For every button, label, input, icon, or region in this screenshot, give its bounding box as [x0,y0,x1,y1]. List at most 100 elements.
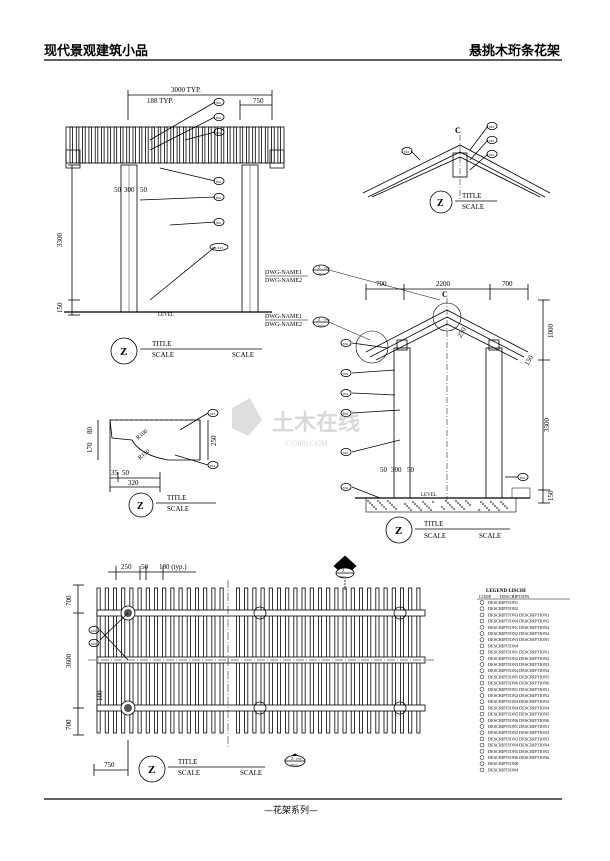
beam-dim-35: 35 [111,469,119,477]
elev-tag-7 [209,242,229,251]
legend-row: DESCRIPTION1 [488,600,518,605]
legend-code-icon [479,668,485,673]
ridge-tag-1-text: NO [489,125,495,129]
legend-code-icon [479,736,485,742]
roof-plan: 250 50 180 (typ.) [65,555,435,783]
legend-code-icon [479,761,485,766]
plan-tag-1 [88,626,100,635]
plan-ref-dwg: DWG [291,763,299,767]
beam-title-mark [128,492,154,518]
legend-row: DESCRIPTION5 DESCRIPTION5 [488,674,549,679]
elev-scale-label: SCALE [152,351,174,359]
plan-dim-700-top: 700 [65,595,73,606]
beam-title-mark-text: Z [137,501,144,512]
elevation-rafter [113,126,118,164]
gravel-dot [503,504,507,508]
plan-scale-label: SCALE [178,769,200,777]
section-ref-mark-1-dwg: DWG [318,272,326,276]
ridge-scale-label: SCALE [462,203,484,211]
legend-row: DESCRIPTION4 DESCRIPTION4 [488,705,550,710]
gravel-dot [454,499,458,503]
legend-table: LEGEND LISCHI CODE DESCRIPTION DESCRIPTI… [477,589,570,772]
gravel-dot [392,505,396,509]
gravel-dot [452,507,456,511]
section-dim-side: 150 [523,353,535,367]
elev-dim-overall: 3000 TYP. [171,86,201,94]
plan-tag-2-text: NO [91,642,97,646]
elev-tag-1-text: NO [216,101,222,105]
section-dwg-name-1b: DWG-NAME2 [265,278,302,284]
section-tag-6 [340,482,352,491]
legend-code-icon [479,699,485,704]
legend-code-icon [479,600,485,605]
elevation-rafters [69,126,281,164]
plan-beam-top [96,609,426,617]
beam-tag-2 [207,460,219,469]
elevation-rafter [69,126,73,164]
section-gravel-hatch [366,499,509,512]
gravel-dot [481,502,485,506]
beam-title: TITLE [167,494,186,502]
legend-row: DESCRIPTION5 DESCRIPTION5 [488,712,549,717]
plan-post-4 [253,701,267,715]
legend-code-icon [479,662,485,667]
plan-dim-180: 180 (typ.) [159,563,187,571]
legend-row: DESCRIPTION4 DESCRIPTION4 [488,743,550,748]
legend-row: DESCRIPTION6 DESCRIPTION6 [488,755,550,760]
gravel-dot [374,507,378,511]
elevation-rafter [164,126,168,164]
legend-row: DESCRIPTION6 DESCRIPTION6 [488,718,550,723]
elevation-rafter [264,126,269,164]
section-ref-mark-2-dwg: DWG [318,324,326,328]
plan-post-6 [393,701,407,715]
section-dim-base: 150 [547,490,555,501]
gravel-dot [479,500,483,504]
ridge-title-mark-text: Z [437,198,444,209]
ridge-tag-4 [401,146,413,155]
legend-code-header: CODE [479,594,492,599]
legend-row: DESCRIPTION2 DESCRIPTION2 [488,693,549,698]
gravel-dot [425,504,429,508]
watermark-text: 土木在线 [272,410,360,435]
plan-dim-700-bottom: 700 [65,719,73,730]
watermark-logo [232,398,262,436]
elevation-rafter [145,126,149,164]
gravel-dot [499,500,503,504]
elevation-rafter [220,126,225,164]
elevation-rafter [120,126,124,164]
beam-scale-label: SCALE [167,505,189,513]
ridge-tag-4-text: NO [404,150,410,154]
section-ref-mark-2-text: Z [318,317,321,322]
gravel-dot [384,507,388,511]
legend-code-icon [479,767,485,773]
legend-row: DESCRIPTION4 DESCRIPTION2 [488,619,549,624]
gravel-dot [423,502,427,506]
gravel-dot [415,504,419,508]
elevation-rafter [82,126,86,164]
plan-post-5 [393,606,407,620]
beam-radius-1: R100 [135,429,149,442]
section-scale-value: SCALE [479,532,501,540]
elev-tag-3 [213,127,225,136]
elev-tag-4 [213,176,225,185]
section-dim-height: 3300 [543,418,551,433]
section-dim-post: 50 [380,466,388,474]
elev-tag-3-text: NO [216,131,222,135]
gravel-dot [489,500,493,504]
gravel-dot [505,506,509,510]
sheet-title-left: 现代景观建筑小品 [44,44,149,59]
ridge-tag-1 [486,122,498,131]
gravel-dot [501,502,505,506]
gravel-dot [456,501,460,505]
legend-code-icon [479,606,485,611]
plan-tag-2 [88,639,100,648]
plan-north-mark: Z [342,568,345,573]
section-dwg-name-2a: DWG-NAME1 [265,314,302,320]
gravel-dot [376,499,380,503]
ridge-tag-3-text: NO [489,153,495,157]
legend-row: DESCRIPTION1 DESCRIPTION1 [488,650,549,655]
elev-dim-post-right: 50 [140,186,148,194]
legend-code-icon [479,656,485,661]
gravel-dot [407,506,411,510]
gravel-dot [366,499,370,503]
